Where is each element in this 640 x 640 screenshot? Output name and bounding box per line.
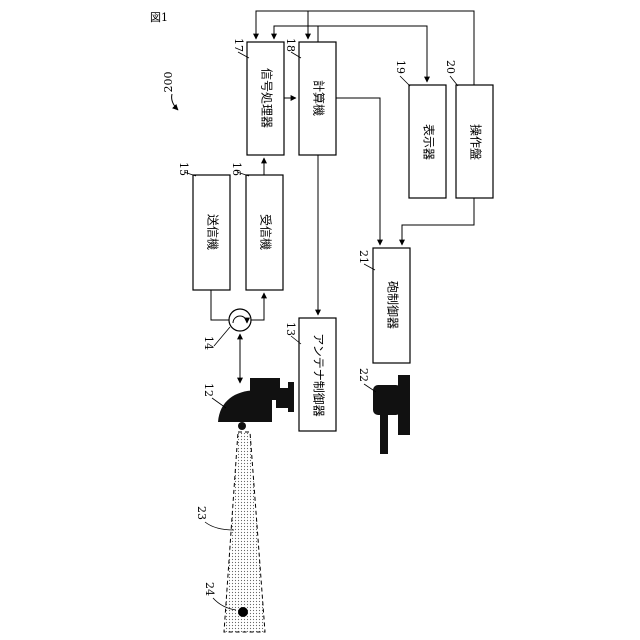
gun-symbol	[373, 375, 410, 454]
connection-lines	[211, 11, 474, 383]
gun-ref: 22	[357, 368, 370, 382]
console-block: 操作盤	[456, 85, 493, 198]
circulator-ref: 14	[202, 336, 215, 350]
svg-text:計算機: 計算機	[312, 80, 327, 116]
circulator-symbol	[229, 309, 251, 331]
radar-beam	[224, 432, 265, 632]
transmitter-block: 送信機	[193, 175, 230, 290]
receiver-block: 受信機	[246, 175, 283, 290]
gun-controller-ref: 21	[357, 250, 370, 264]
transmitter-ref: 15	[177, 162, 190, 176]
antenna-controller-block: アンテナ制御器	[299, 318, 336, 431]
antenna-ref: 12	[202, 383, 215, 397]
target-marker	[238, 607, 248, 617]
svg-text:表示器: 表示器	[422, 124, 436, 160]
beam-ref: 23	[195, 506, 208, 520]
system-ref: 200	[162, 72, 175, 93]
svg-text:操作盤: 操作盤	[469, 124, 484, 160]
receiver-ref: 16	[230, 162, 243, 176]
svg-text:送信機: 送信機	[206, 214, 221, 250]
figure-title: 図1	[150, 11, 168, 24]
computer-ref: 18	[284, 38, 297, 52]
gun-controller-block: 砲制御器	[373, 248, 410, 363]
signal-processor-ref: 17	[232, 38, 245, 52]
svg-text:砲制御器: 砲制御器	[386, 281, 401, 329]
signal-processor-block: 信号処理器	[247, 42, 284, 155]
antenna-symbol	[218, 378, 294, 430]
computer-block: 計算機	[299, 42, 336, 155]
svg-text:信号処理器: 信号処理器	[260, 68, 274, 128]
display-block: 表示器	[409, 85, 446, 198]
display-ref: 19	[394, 60, 407, 74]
antenna-controller-ref: 13	[284, 322, 297, 336]
svg-text:アンテナ制御器: アンテナ制御器	[312, 333, 327, 417]
system-ref-leader	[172, 94, 178, 110]
svg-text:受信機: 受信機	[259, 214, 274, 250]
target-ref: 24	[203, 582, 216, 596]
console-ref: 20	[444, 60, 457, 74]
